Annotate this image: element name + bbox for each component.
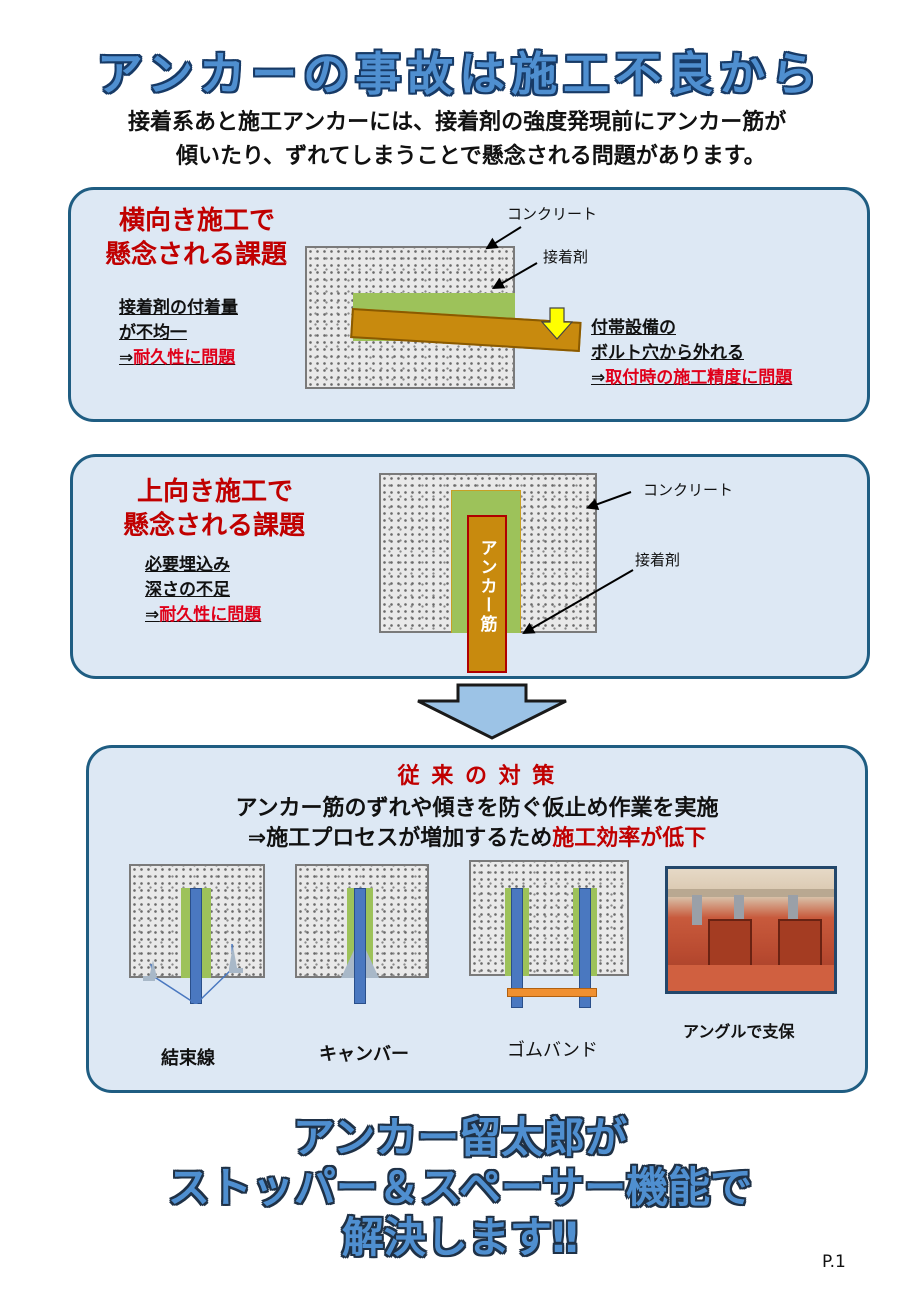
panel1-right-note: 付帯設備の ボルト穴から外れる ⇒取付時の施工精度に問題	[591, 316, 792, 391]
intro-line-2: 傾いたり、ずれてしまうことで懸念される問題があります。	[176, 144, 766, 169]
anchor-rebar-vertical: アンカー筋	[467, 515, 507, 673]
final-message-line-1: アンカー留太郎が	[292, 1113, 628, 1162]
panel1-note-arrow: ⇒	[119, 348, 134, 368]
intro-text: 接着系あと施工アンカーには、接着剤の強度発現前にアンカー筋が 傾いたり、ずれてし…	[128, 106, 888, 174]
down-arrow-icon	[541, 307, 573, 340]
panel2-note-arrow: ⇒	[145, 605, 160, 625]
panel1-heading: 横向き施工で 懸念される課題	[105, 204, 287, 272]
panel1-right-problem: 取付時の施工精度に問題	[605, 368, 793, 388]
panel1-heading-line-2: 懸念される課題	[105, 240, 288, 270]
photo-angle-1	[708, 919, 752, 969]
photo-angle-2	[778, 919, 822, 969]
caption-rubber-band: ゴムバンド	[507, 1040, 598, 1061]
final-message-line-3: 解決します‼	[341, 1213, 579, 1262]
page-number: P.1	[822, 1252, 846, 1272]
fig3-rebar-1	[511, 888, 523, 1008]
panel2-note: 必要埋込み 深さの不足 ⇒耐久性に問題	[145, 553, 261, 628]
panel2-heading-line-1: 上向き施工で	[137, 477, 294, 507]
big-down-arrow-icon	[417, 683, 567, 740]
rebar-label: アンカー筋	[476, 539, 497, 634]
fig3-concrete	[469, 860, 629, 976]
photo-beam	[668, 889, 834, 897]
fig3-rebar-2	[579, 888, 591, 1008]
fig2-rebar	[354, 888, 366, 1004]
photo-floor	[668, 965, 834, 991]
caption-camber: キャンバー	[319, 1044, 409, 1065]
panel-horizontal-installation: 横向き施工で 懸念される課題 接着剤の付着量 が不均一 ⇒耐久性に問題 コンクリ…	[68, 187, 870, 422]
panel1-right-arrow: ⇒	[591, 368, 606, 388]
label-adhesive: 接着剤	[543, 248, 589, 266]
panel1-right-line-1: 付帯設備の	[591, 318, 676, 338]
intro-line-1: 接着系あと施工アンカーには、接着剤の強度発現前にアンカー筋が	[128, 110, 787, 135]
label-adhesive-2: 接着剤	[635, 551, 681, 569]
panel1-right-line-2: ボルト穴から外れる	[591, 343, 744, 363]
caption-binding-wire: 結束線	[161, 1048, 215, 1069]
panel2-note-line-2: 深さの不足	[145, 580, 230, 600]
caption-angle-support: アングルで支保	[683, 1022, 795, 1041]
panel3-line-2-text: ⇒施工プロセスが増加するため	[247, 826, 553, 851]
figure-binding-wire	[129, 864, 269, 1004]
panel1-note-problem: 耐久性に問題	[133, 348, 236, 368]
panel1-note-line-2: が不均一	[119, 323, 187, 343]
panel1-heading-line-1: 横向き施工で	[119, 206, 276, 236]
fig1-wire	[143, 943, 243, 1004]
panel-upward-installation: 上向き施工で 懸念される課題 必要埋込み 深さの不足 ⇒耐久性に問題 アンカー筋…	[70, 454, 870, 679]
label-concrete: コンクリート	[507, 205, 598, 223]
figure-camber	[295, 864, 435, 1004]
photo-bolt-3	[788, 895, 798, 925]
panel2-heading: 上向き施工で 懸念される課題	[123, 475, 305, 543]
panel2-note-line-1: 必要埋込み	[145, 555, 230, 575]
panel3-line-1: アンカー筋のずれや傾きを防ぐ仮止め作業を実施	[235, 796, 719, 821]
panel3-heading: 従 来 の 対 策	[397, 764, 557, 789]
figure-angle-support-photo	[665, 866, 837, 994]
panel2-heading-line-2: 懸念される課題	[123, 511, 306, 541]
panel2-note-problem: 耐久性に問題	[159, 605, 262, 625]
page-title: アンカーの事故は施工不良から	[96, 47, 824, 101]
panel3-line-2-red: 施工効率が低下	[552, 826, 707, 851]
photo-bolt-2	[734, 895, 744, 925]
fig2-camber-wedge	[341, 950, 379, 978]
panel3-line-2: ⇒施工プロセスが増加するため施工効率が低下	[89, 820, 865, 852]
final-message-line-2: ストッパー＆スペーサー機能で	[167, 1163, 753, 1212]
panel1-note-line-1: 接着剤の付着量	[119, 298, 238, 318]
fig3-rubber-band	[507, 988, 597, 997]
panel1-note: 接着剤の付着量 が不均一 ⇒耐久性に問題	[119, 296, 238, 371]
photo-bolt-1	[692, 895, 702, 925]
panel-conventional-measures: 従 来 の 対 策 アンカー筋のずれや傾きを防ぐ仮止め作業を実施 ⇒施工プロセス…	[86, 745, 868, 1093]
figure-rubber-band	[469, 860, 629, 1010]
label-concrete-2: コンクリート	[643, 481, 734, 499]
